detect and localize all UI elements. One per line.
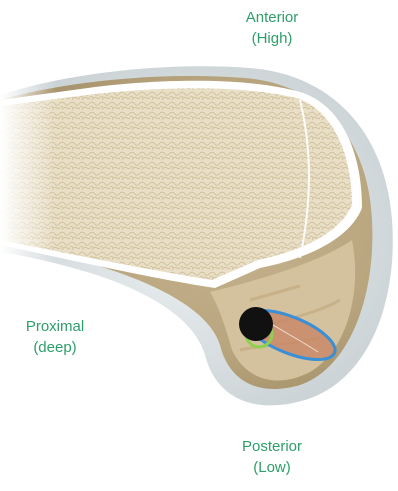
label-proximal: Proximal (deep) [0, 316, 110, 358]
label-proximal-line1: Proximal [0, 316, 110, 337]
label-anterior-line2: (High) [222, 28, 322, 49]
label-anterior-line1: Anterior [222, 7, 322, 28]
label-posterior-line1: Posterior [222, 436, 322, 457]
label-posterior-line2: (Low) [222, 457, 322, 478]
label-proximal-line2: (deep) [0, 337, 110, 358]
label-anterior: Anterior (High) [222, 7, 322, 49]
tunnel-marker [239, 307, 273, 341]
label-posterior: Posterior (Low) [222, 436, 322, 478]
